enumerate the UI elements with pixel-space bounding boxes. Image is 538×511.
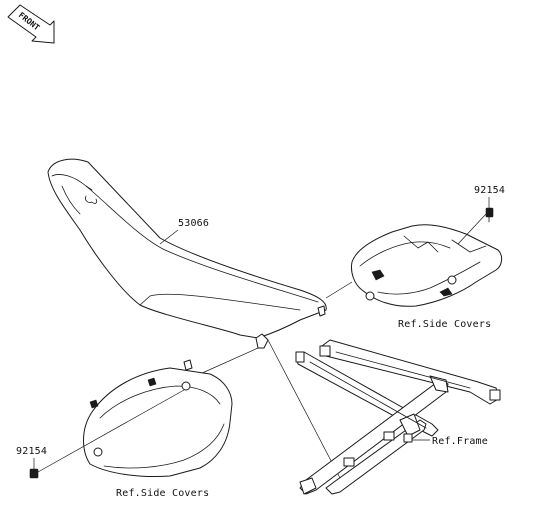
bolt-top-part-number: 92154 [474,185,505,196]
bolt-bottom [29,468,39,479]
cover-to-seat-leader [325,281,353,299]
seat-to-cover-leader [199,347,259,375]
bolt-bottom-part-number: 92154 [16,446,47,457]
bolt-bottom-to-cover-leader [37,389,185,473]
ref-side-covers-right: Ref.Side Covers [398,319,491,330]
subframe [295,339,501,495]
side-cover-left [83,359,233,477]
seat-leader-line [159,229,179,245]
bolt-top [485,207,494,223]
seat-part-number: 53066 [178,218,209,229]
ref-frame-label: Ref.Frame [432,436,488,447]
seat [47,158,327,349]
ref-side-covers-left: Ref.Side Covers [116,488,209,499]
side-cover-right [351,224,503,307]
bolt-top-to-cover-leader [457,213,487,245]
front-arrow-icon: FRONT [7,4,55,44]
seat-to-frame-leader [267,339,341,479]
